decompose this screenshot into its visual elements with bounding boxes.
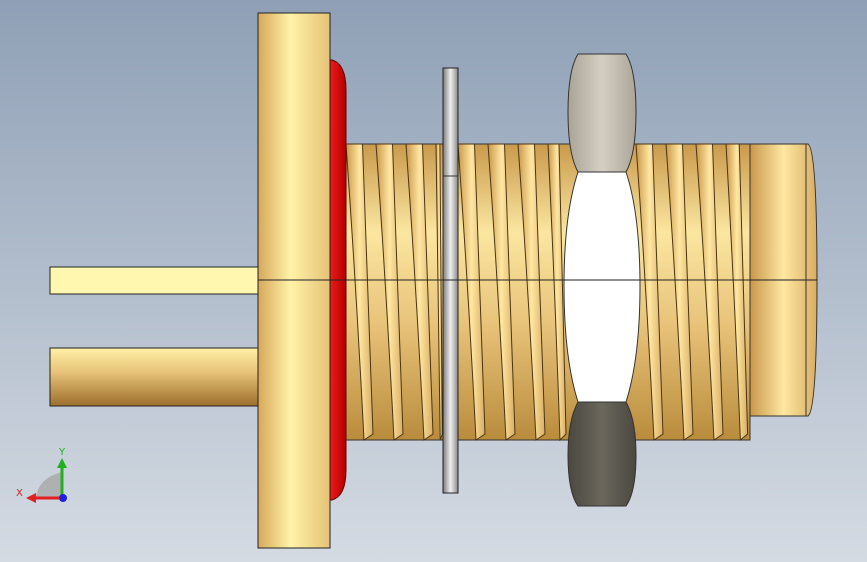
threaded-body[interactable] [339,143,751,442]
hex-nut[interactable] [563,53,641,507]
hex-nut-top-face [567,53,637,173]
z-axis-dot [59,494,67,502]
x-axis-arrow [26,493,36,503]
contact-pin-upper[interactable] [49,266,261,295]
thread-crest [547,143,567,442]
hex-nut-bottom-face [567,401,637,507]
thread-crest [665,143,694,441]
thread-crest [435,143,443,441]
thread-crest [375,143,404,441]
hex-nut-front-face [563,171,641,403]
thread-crest [405,143,434,441]
contact-pin-lower[interactable] [49,347,261,407]
y-axis-label: Y [58,447,66,458]
thread-crest [345,143,374,441]
y-axis-arrow [57,458,67,468]
thread-crest [457,143,486,441]
thread-crests [345,143,749,442]
coordinate-triad: Y X [16,447,67,503]
thread-crest [695,143,724,441]
thread-crest [487,143,516,441]
thread-crest [517,143,546,441]
thread-crest [725,143,749,442]
thread-crest [635,143,664,441]
triad-plane [36,472,62,498]
x-axis-label: X [16,488,23,499]
